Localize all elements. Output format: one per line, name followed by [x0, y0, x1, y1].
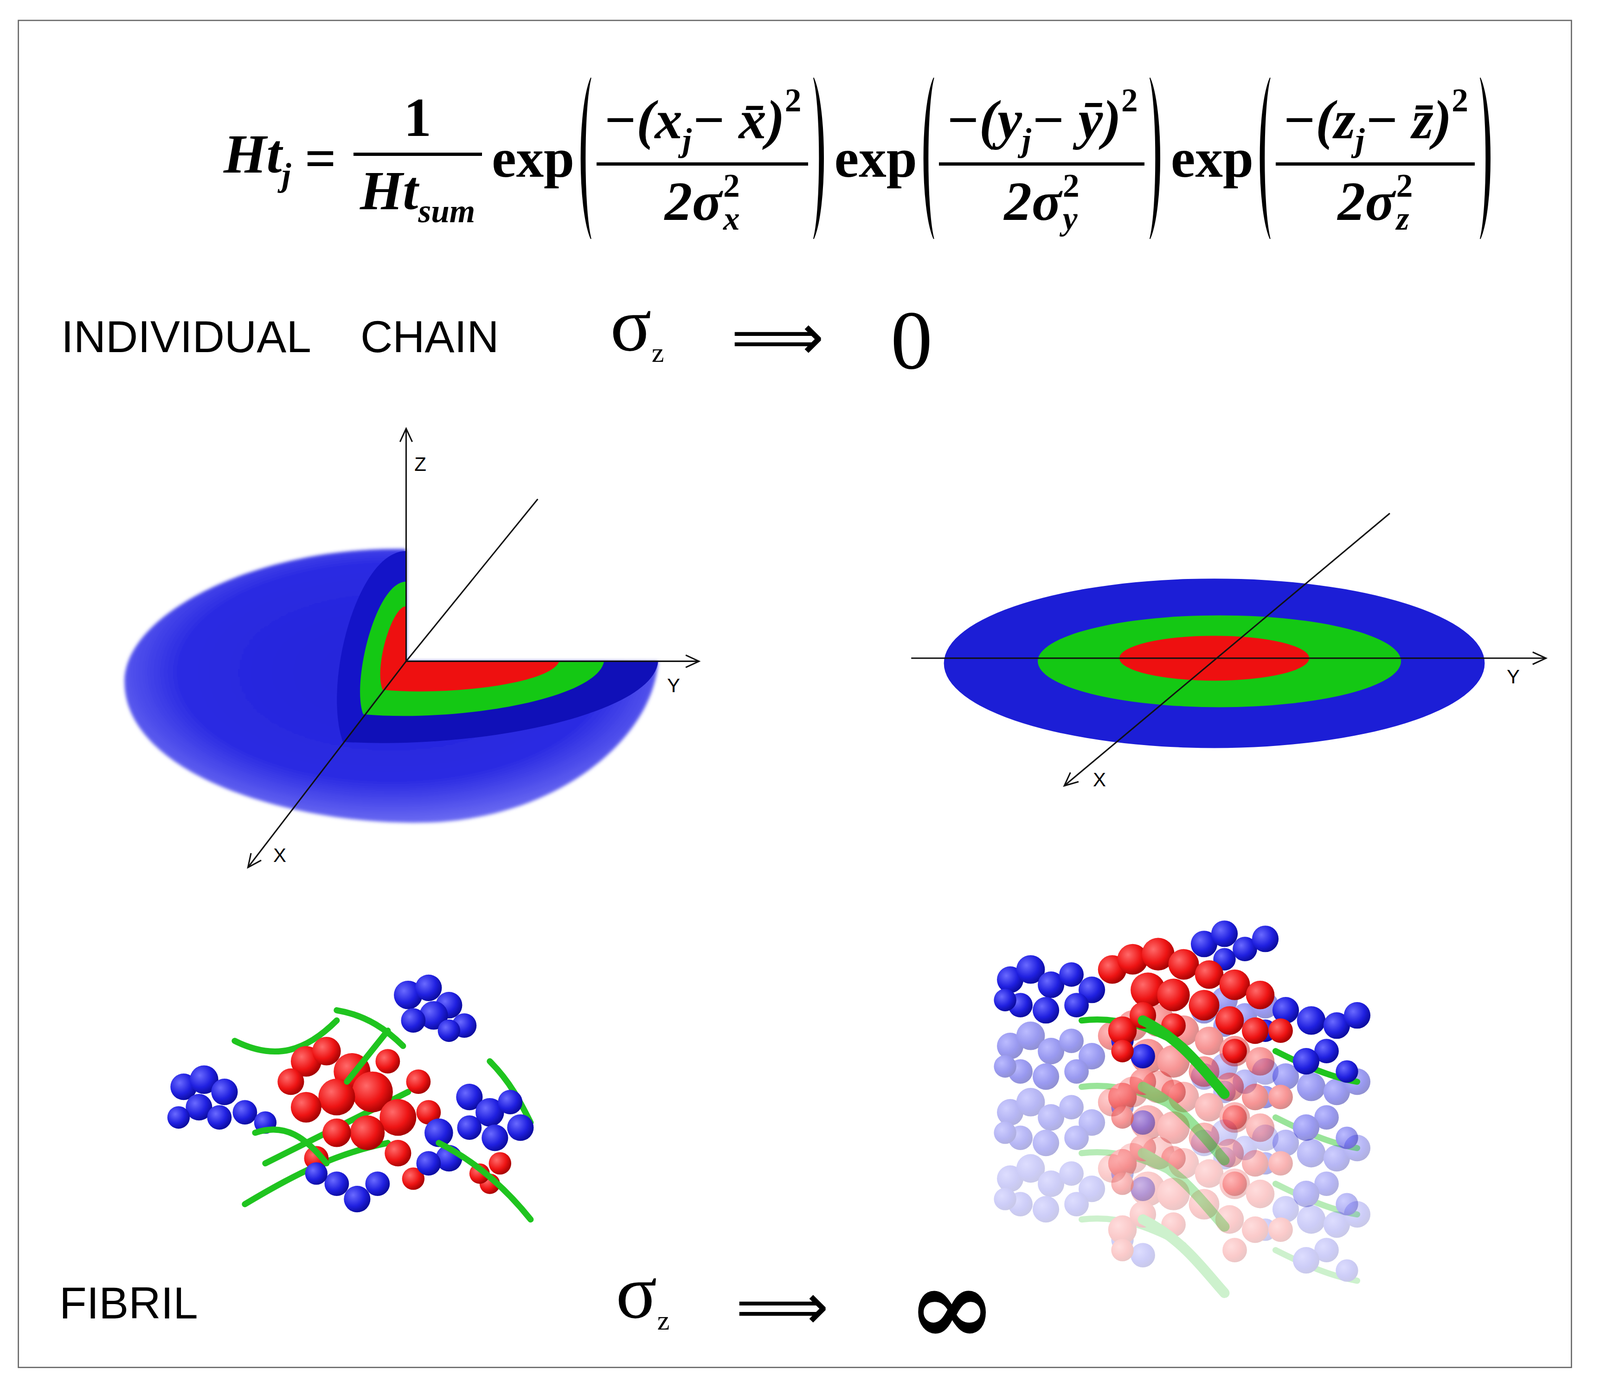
- label-anchor: ∞: [907, 1245, 997, 1369]
- variance-subscript: y: [1062, 201, 1080, 235]
- numerator-subscript: j: [1021, 121, 1032, 159]
- exponent: 2: [723, 168, 740, 202]
- exp-function: exp: [834, 126, 918, 191]
- sigma-subscript: z: [657, 1304, 670, 1336]
- left-paren: [576, 75, 594, 242]
- label-anchor: ⟹: [731, 299, 825, 375]
- sup-sub-stack: 2x: [723, 168, 740, 236]
- label-anchor: X: [273, 844, 287, 867]
- denominator-term: 2σ: [1337, 170, 1395, 232]
- sup-sub-stack: 2z: [1396, 168, 1414, 236]
- sigma-symbol: σ: [610, 282, 652, 367]
- flat-ellipse: [944, 578, 1485, 748]
- numerator: −(zj− z̄)2: [1275, 81, 1475, 163]
- numerator: 1: [397, 85, 438, 153]
- label-anchor: z: [657, 1304, 670, 1337]
- numerator-subscript: j: [682, 121, 692, 159]
- fraction-bar: [596, 162, 809, 166]
- axis-label: Y: [667, 674, 681, 697]
- fraction: −(yj− ȳ)22σ2y: [938, 81, 1144, 235]
- exponent: 2: [784, 81, 802, 119]
- variance-subscript: x: [723, 201, 740, 235]
- numerator: −(xj− x̄)2: [596, 81, 809, 163]
- equals-sign: =: [304, 126, 337, 191]
- denominator-term: Ht: [359, 160, 418, 222]
- label-anchor: Y: [667, 674, 681, 697]
- fraction-bar: [938, 162, 1144, 166]
- numerator-term: − ȳ): [1031, 89, 1122, 151]
- fraction: −(xj− x̄)22σ2x: [596, 81, 809, 235]
- denominator: 2σ2z: [1330, 165, 1420, 236]
- denominator: Htsum: [353, 155, 482, 231]
- ellipsoid-cutaway: [124, 548, 658, 823]
- fraction-bar: [353, 152, 482, 156]
- fraction: −(zj− z̄)22σ2z: [1275, 81, 1475, 235]
- exponent: 2: [1396, 168, 1414, 202]
- axis-label: Z: [414, 453, 427, 476]
- denominator: 2σ2y: [997, 165, 1086, 236]
- fraction: 1Htsum: [353, 85, 482, 231]
- label-anchor: z: [651, 336, 665, 369]
- implies-arrow: ⟹: [731, 299, 825, 375]
- numerator-term: −(z: [1282, 89, 1356, 151]
- exp-function: exp: [491, 126, 575, 191]
- axis-label: Y: [1506, 665, 1520, 688]
- numerator-term: 1: [403, 86, 431, 148]
- sigma-subscript: z: [651, 337, 665, 368]
- exp-function: exp: [1170, 126, 1254, 191]
- numerator: −(yj− ȳ)2: [938, 81, 1144, 163]
- fibril-stack: [993, 920, 1371, 1293]
- fraction-bar: [1275, 162, 1475, 166]
- exponent: 2: [1121, 81, 1138, 119]
- numerator-subscript: j: [1355, 121, 1365, 159]
- label-anchor: INDIVIDUAL CHAIN: [61, 311, 500, 363]
- label-anchor: X: [1092, 768, 1106, 791]
- label-anchor: σ: [610, 280, 652, 369]
- variance-subscript: z: [1396, 201, 1414, 235]
- sup-sub-stack: 2y: [1062, 168, 1080, 236]
- exponent: 2: [1062, 168, 1080, 202]
- limit-value: 0: [890, 294, 933, 387]
- fibril-label: FIBRIL: [59, 1278, 199, 1328]
- numerator-term: − z̄): [1364, 89, 1453, 151]
- left-paren: [919, 75, 937, 242]
- label-anchor: ⟹: [735, 1269, 829, 1344]
- formula-lhs: Htj: [223, 122, 291, 194]
- label-anchor: Z: [414, 453, 427, 476]
- axes-2d: [911, 513, 1546, 786]
- denominator-term: 2σ: [1004, 170, 1062, 232]
- left-paren: [1255, 75, 1273, 242]
- right-paren: [1477, 75, 1495, 242]
- label-anchor: Y: [1506, 665, 1520, 688]
- chain-label: INDIVIDUAL CHAIN: [61, 311, 500, 362]
- sigma-symbol: σ: [616, 1249, 658, 1335]
- formula-subscript: j: [282, 156, 292, 193]
- limit-value: ∞: [907, 1243, 997, 1369]
- formula: Htj=1Htsumexp−(xj− x̄)22σ2xexp−(yj− ȳ)2…: [223, 75, 1495, 242]
- denominator-term: 2σ: [664, 170, 723, 232]
- denominator-subscript: sum: [417, 192, 476, 230]
- numerator-term: −(y: [945, 89, 1022, 151]
- axes-3d: [248, 428, 700, 868]
- chain-molecule: [167, 974, 534, 1220]
- denominator: 2σ2x: [657, 165, 747, 236]
- label-anchor: FIBRIL: [59, 1277, 199, 1329]
- right-paren: [1147, 75, 1165, 242]
- axis-label: X: [1092, 768, 1106, 791]
- formula-symbol: Ht: [223, 123, 282, 185]
- right-paren: [811, 75, 829, 242]
- implies-arrow: ⟹: [735, 1268, 829, 1345]
- label-anchor: σ: [616, 1247, 658, 1337]
- axis-label: X: [273, 844, 287, 867]
- label-anchor: 0: [890, 292, 933, 389]
- numerator-term: − x̄): [691, 89, 785, 151]
- exponent: 2: [1451, 81, 1469, 119]
- numerator-term: −(x: [603, 89, 683, 151]
